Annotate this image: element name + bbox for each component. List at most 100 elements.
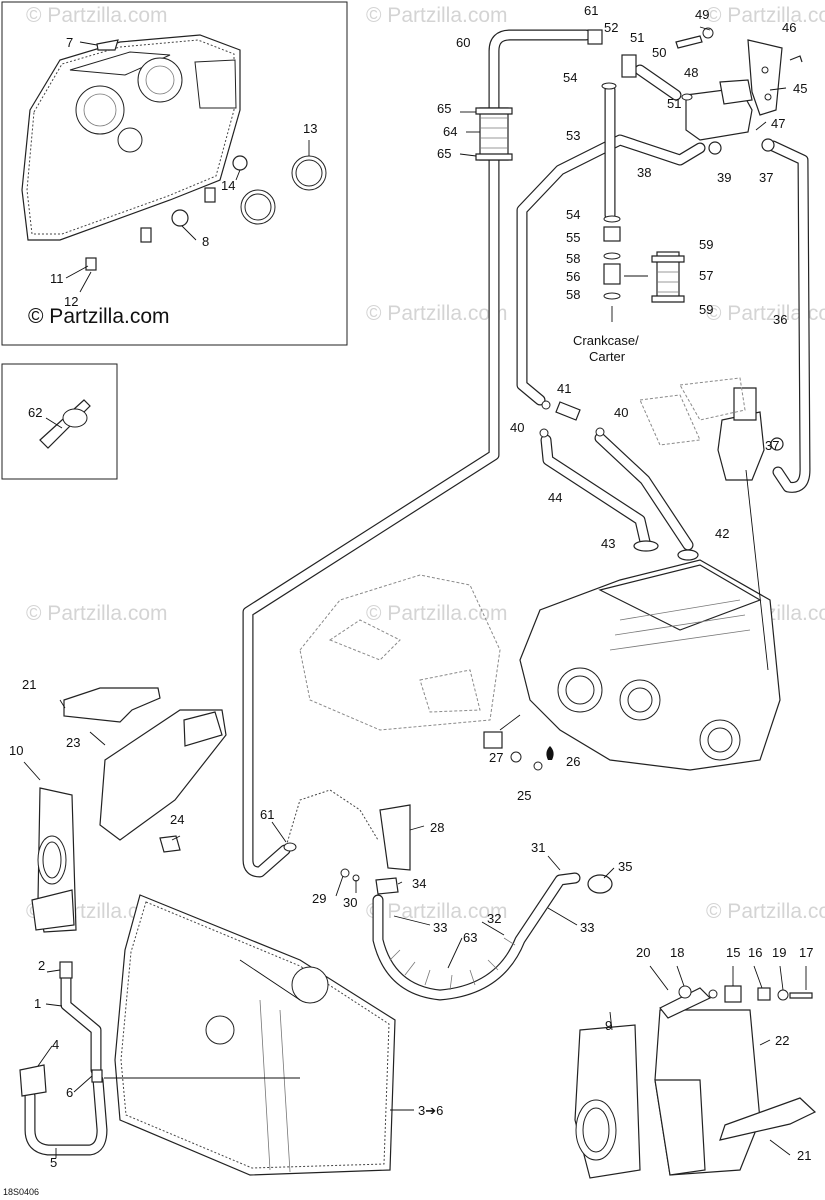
callout-19: 19 [772,945,786,960]
callout-2: 2 [38,958,45,973]
callout-37: 37 [759,170,773,185]
watermark: © Partzilla.com [706,302,825,325]
air-intake-ducts [23,687,227,933]
callout-8: 8 [202,234,209,249]
callout-28: 28 [430,820,444,835]
engine [299,469,781,771]
callout-15: 15 [726,945,740,960]
callout-54: 54 [563,70,577,85]
callout-18: 18 [670,945,684,960]
callout-53: 53 [566,128,580,143]
callout-46: 46 [782,20,796,35]
callout-23: 23 [66,735,80,750]
callout-59: 59 [699,302,713,317]
fuel-pump [539,377,784,481]
callout-5: 5 [50,1155,57,1170]
watermark: © Partzilla.com [366,302,508,325]
watermark: © Partzilla.com [706,4,825,27]
callout-42: 42 [715,526,729,541]
callout-11: 11 [50,271,64,286]
callout-61: 61 [584,3,598,18]
callout-26: 26 [566,754,580,769]
callout-55: 55 [566,230,580,245]
callout-45: 45 [793,81,807,96]
callout-58: 58 [566,287,580,302]
tie-wrap-inset [1,363,118,480]
callout-20: 20 [636,945,650,960]
callout-35: 35 [618,859,632,874]
callout-63: 63 [463,930,477,945]
callout-27: 27 [489,750,503,765]
callout-13: 13 [303,121,317,136]
callout-62: 62 [28,405,42,420]
callout-14: 14 [221,178,235,193]
vent-hoses [242,29,811,878]
partzilla-logo: © Partzilla.com [28,305,170,328]
callout-7: 7 [66,35,73,50]
callout-39: 39 [717,170,731,185]
drawing-code: 18S0406 [3,1187,39,1197]
callout-25: 25 [517,788,531,803]
callout-59: 59 [699,237,713,252]
callout-40: 40 [510,420,524,435]
callout-10: 10 [9,743,23,758]
fuel-tank [104,894,414,1176]
callout-21: 21 [797,1148,811,1163]
watermark: © Partzilla.com [26,602,168,625]
watermark: © Partzilla.com [26,4,168,27]
callout-9: 9 [605,1018,612,1033]
watermark: © Partzilla.com [706,900,825,923]
callout-34: 34 [412,876,426,891]
carter-label: Carter [589,349,626,364]
check-valve-assembly [587,26,803,155]
callout-4: 4 [52,1037,59,1052]
callout-56: 56 [566,269,580,284]
callout-50: 50 [652,45,666,60]
callout-1: 1 [34,996,41,1011]
callout-38: 38 [637,165,651,180]
callout-65: 65 [437,146,451,161]
callout-17: 17 [799,945,813,960]
callout-33: 33 [580,920,594,935]
callout-31: 31 [531,840,545,855]
watermark: © Partzilla.com [366,900,508,923]
callout-64: 64 [443,124,457,139]
fuel-lines [19,961,108,1158]
crankcase-check-valve [603,215,685,322]
callout-6: 6 [66,1085,73,1100]
callout-16: 16 [748,945,762,960]
callout-61: 61 [260,807,274,822]
callout-51: 51 [630,30,644,45]
callout-47: 47 [771,116,785,131]
callout-24: 24 [170,812,184,827]
callout-40: 40 [614,405,628,420]
callout-44: 44 [548,490,562,505]
callout-51: 51 [667,96,681,111]
callout-labels: 7 13 14 8 11 12 © Partzilla.com 62 60 61… [3,3,813,1197]
watermark: © Partzilla.com [366,602,508,625]
right-air-ducts [574,965,817,1179]
callout-41: 41 [557,381,571,396]
callout-43: 43 [601,536,615,551]
callout-32: 32 [487,911,501,926]
callout-33: 33 [433,920,447,935]
callout-65: 65 [437,101,451,116]
callout-30: 30 [343,895,357,910]
callout-37: 37 [765,438,779,453]
callout-52: 52 [604,20,618,35]
callout-21: 21 [22,677,36,692]
callout-36: 36 [773,312,787,327]
callout-22: 22 [775,1033,789,1048]
hose-clip-64 [459,107,513,161]
watermark: © Partzilla.com [366,4,508,27]
callout-12: 12 [64,294,78,309]
tank-detail-inset [1,1,348,346]
crankcase-label: Crankcase/ [573,333,639,348]
callout-48: 48 [684,65,698,80]
filler-neck-hose [159,789,615,1001]
callout-60: 60 [456,35,470,50]
callout-29: 29 [312,891,326,906]
callout-58: 58 [566,251,580,266]
callout-3-to-6: 3➔6 [418,1103,443,1118]
